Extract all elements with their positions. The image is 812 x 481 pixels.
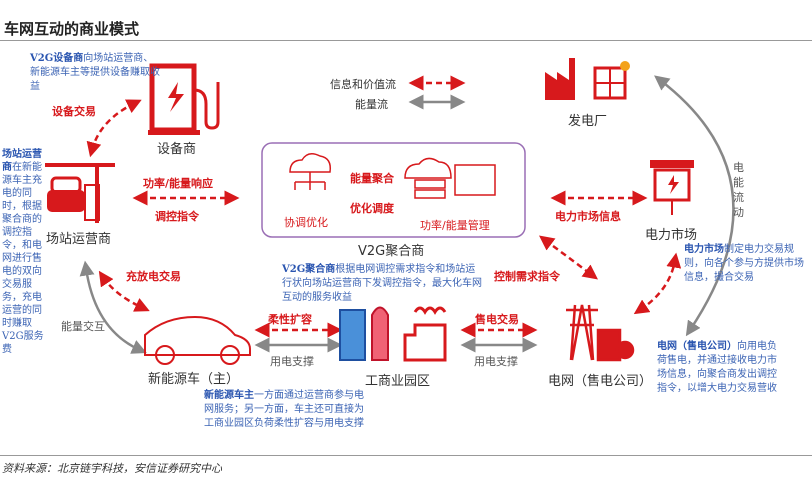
flow-control-demand: 控制需求指令 [494, 270, 560, 283]
flow-opt-dispatch: 优化调度 [350, 202, 394, 215]
ev-icon [144, 315, 251, 365]
node-aggregator: V2G聚合商 [358, 244, 425, 259]
flow-flex: 柔性扩容 [268, 313, 312, 326]
node-market: 电力市场 [645, 228, 698, 243]
flow-charge-trade: 充放电交易 [126, 270, 181, 283]
note-ev: 新能源车主一方面通过运营商参与电网服务；另一方面，车主还可直接为工商业园区负荷柔… [204, 390, 364, 429]
page-title: 车网互动的商业模式 [4, 20, 140, 38]
legend-energy: 能量流 [355, 98, 388, 111]
charger-icon [148, 63, 220, 135]
flow-support-2: 用电支撑 [474, 355, 518, 368]
flow-equip-trade: 设备交易 [52, 105, 96, 118]
flow-power: 电能流动 [733, 161, 744, 219]
flow-energy-interact: 能量交互 [61, 320, 105, 333]
flow-power-resp: 功率/能量响应 [143, 177, 214, 190]
flow-dispatch: 调控指令 [155, 210, 199, 223]
source-note: 资料来源：北京链宇科技，安信证券研究中心 [2, 462, 222, 475]
market-icon [650, 160, 694, 215]
node-grid: 电网（售电公司） [548, 374, 653, 389]
server-icon [404, 157, 496, 199]
power-plant-icon [545, 58, 630, 100]
note-equipment: V2G设备商向场站运营商、新能源车主等提供设备赚取收益 [30, 53, 160, 92]
note-market: 电力市场制定电力交易规则，向各个参与方提供市场信息，撮合交易 [684, 244, 804, 283]
cloud-icon [289, 153, 332, 190]
note-aggregator: V2G聚合商根据电网调控需求指令和场站运行状向场站运营商下发调控指令，最大化车网… [282, 264, 482, 303]
grid-tower-icon [566, 304, 635, 362]
node-coord: 协调优化 [284, 216, 328, 229]
node-station: 场站运营商 [46, 232, 112, 247]
title-divider [0, 40, 812, 41]
node-ev: 新能源车（主） [148, 372, 240, 387]
station-icon [45, 163, 115, 223]
park-icon [339, 306, 447, 362]
flow-sell: 售电交易 [475, 313, 519, 326]
node-park: 工商业园区 [365, 374, 431, 389]
legend-info: 信息和价值流 [330, 78, 396, 91]
node-equipment: 设备商 [157, 142, 197, 157]
source-divider [0, 455, 812, 456]
flow-energy-agg: 能量聚合 [350, 172, 394, 185]
note-station: 场站运营商在新能源车主充电的同时，根据聚合商的调控指令，和电网进行售电的双向交易… [2, 149, 44, 355]
flow-support-1: 用电支撑 [270, 355, 314, 368]
flow-market-info: 电力市场信息 [555, 210, 621, 223]
node-power-mgmt: 功率/能量管理 [420, 219, 490, 232]
note-grid: 电网（售电公司）向用电负荷售电，并通过接收电力市场信息，向聚合商发出调控指令，以… [657, 341, 777, 394]
node-plant: 发电厂 [568, 114, 608, 129]
